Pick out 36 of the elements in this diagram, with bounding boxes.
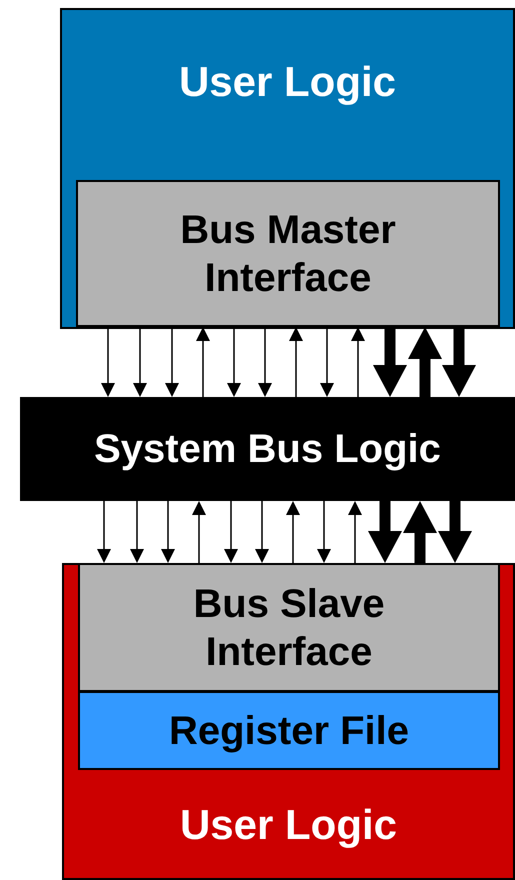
arrow [286,501,300,563]
arrow [368,501,402,563]
arrow [442,327,476,397]
box-label: Bus Slave Interface [192,580,386,676]
arrow [258,327,272,397]
block-title: User Logic [178,800,398,850]
arrow [97,501,111,563]
arrow [408,327,442,397]
block-title: User Logic [178,57,398,107]
arrow [161,501,175,563]
arrow [101,327,115,397]
arrow [130,501,144,563]
arrow [348,501,362,563]
user-logic-block [60,8,515,329]
interface-box [78,563,500,692]
arrow [196,327,210,397]
arrow [165,327,179,397]
arrow [192,501,206,563]
arrow [255,501,269,563]
register-file-box [78,691,500,770]
box-label: Register File [168,708,410,754]
arrow [373,327,407,397]
arrow [438,501,472,563]
arrow [351,327,365,397]
arrow [224,501,238,563]
arrow [227,327,241,397]
arrow [133,327,147,397]
arrow [289,327,303,397]
arrow [317,501,331,563]
arrow [320,327,334,397]
box-label: Bus Master Interface [179,206,397,302]
bus-logic-bar [20,397,515,501]
interface-box [76,180,500,327]
bar-label: System Bus Logic [94,426,441,473]
arrow [403,501,437,563]
user-logic-block [62,563,515,880]
